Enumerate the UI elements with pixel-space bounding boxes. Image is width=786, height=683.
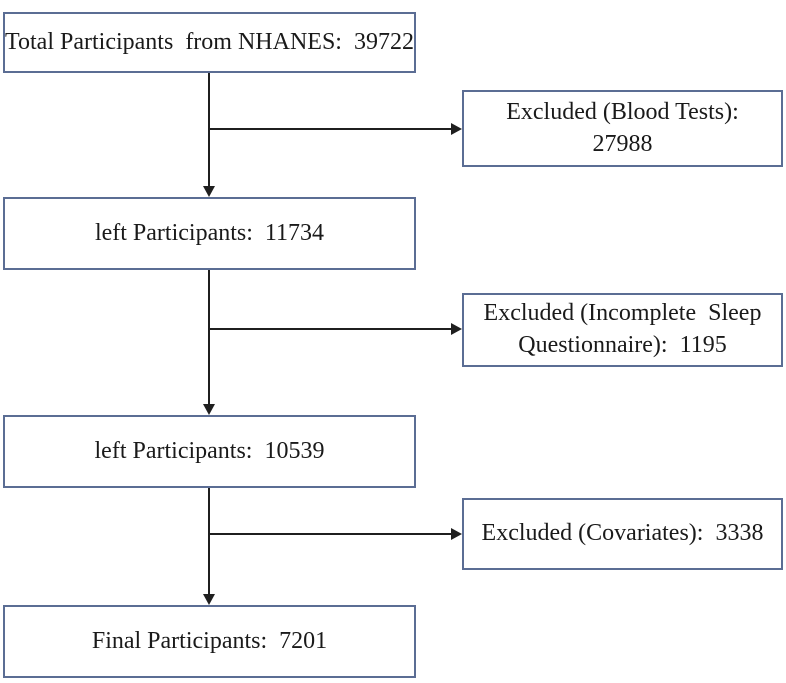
flow-box-excluded-covariates: Excluded (Covariates): 3338 [462,498,783,570]
flow-box-excluded-blood-tests-line2: 27988 [592,130,653,157]
flow-box-left-participants-1: left Participants: 11734 [3,197,416,270]
connector-left1-to-left2 [208,270,210,405]
arrow-down-icon [203,186,215,197]
connector-left2-to-final [208,488,210,596]
connector-branch-excluded-sleep [208,328,452,330]
flow-box-left-participants-1-label: left Participants: 11734 [94,219,325,246]
flow-box-total-participants: Total Participants from NHANES: 39722 [3,12,416,73]
flow-box-excluded-sleep-questionnaire-line1: Excluded (Incomplete Sleep [483,300,762,327]
flow-box-excluded-blood-tests: Excluded (Blood Tests): 27988 [462,90,783,167]
connector-branch-excluded-blood [208,128,452,130]
arrow-right-icon [451,323,462,335]
arrow-right-icon [451,123,462,135]
flow-box-excluded-sleep-questionnaire-line2: Questionnaire): 1195 [518,332,727,358]
arrow-right-icon [451,528,462,540]
arrow-down-icon [203,404,215,415]
flow-box-left-participants-2: left Participants: 10539 [3,415,416,488]
arrow-down-icon [203,594,215,605]
flow-box-excluded-sleep-questionnaire: Excluded (Incomplete Sleep Questionnaire… [462,293,783,367]
flow-box-left-participants-2-label: left Participants: 10539 [94,437,325,464]
flow-box-excluded-blood-tests-line1: Excluded (Blood Tests): [506,98,739,125]
connector-total-to-left1 [208,73,210,187]
flow-box-final-participants-label: Final Participants: 7201 [91,627,328,654]
flow-box-final-participants: Final Participants: 7201 [3,605,416,678]
flow-box-total-participants-label: Total Participants from NHANES: 39722 [5,28,414,55]
flow-box-excluded-covariates-label: Excluded (Covariates): 3338 [481,520,764,547]
connector-branch-excluded-covariates [208,533,452,535]
